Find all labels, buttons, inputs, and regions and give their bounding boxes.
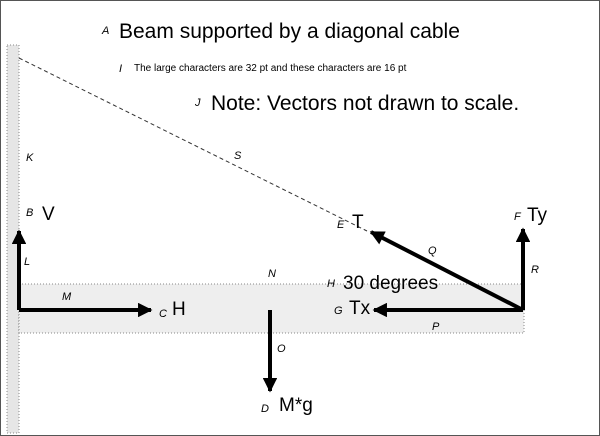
v-arrow-tag: L xyxy=(24,256,31,268)
v-tag: B xyxy=(26,207,34,219)
tension-vector xyxy=(369,230,524,312)
cable-line xyxy=(18,57,368,232)
weight-arrow-tag: O xyxy=(277,343,286,355)
v-label: V xyxy=(42,204,55,225)
weight-label: M*g xyxy=(279,395,313,416)
ty-label: Ty xyxy=(527,205,548,226)
scale-note: Note: Vectors not drawn to scale. xyxy=(211,92,520,115)
cable-tag: S xyxy=(234,150,242,162)
title-tag: A xyxy=(102,25,110,37)
note-tag: J xyxy=(195,97,201,109)
diagram-subtitle: The large characters are 32 pt and these… xyxy=(134,63,407,74)
tension-label: T xyxy=(352,212,364,233)
angle-label: 30 degrees xyxy=(343,273,439,294)
diagram-title: Beam supported by a diagonal cable xyxy=(119,20,460,43)
wall-tag: K xyxy=(26,152,34,164)
tx-label: Tx xyxy=(349,298,371,319)
tx-tag: G xyxy=(334,305,343,317)
ty-arrow-tag: R xyxy=(531,264,539,276)
subtitle-tag: I xyxy=(119,63,123,75)
tension-tag: E xyxy=(337,219,345,231)
weight-tag: D xyxy=(261,403,269,415)
h-label: H xyxy=(172,299,186,320)
angle-tag: H xyxy=(327,278,335,290)
tension-arrow-tag: Q xyxy=(428,245,437,257)
beam-tag: N xyxy=(268,268,276,280)
h-tag: C xyxy=(159,308,167,320)
tx-arrow-tag: P xyxy=(432,321,440,333)
ty-tag: F xyxy=(514,211,521,223)
h-arrow-tag: M xyxy=(62,291,72,303)
